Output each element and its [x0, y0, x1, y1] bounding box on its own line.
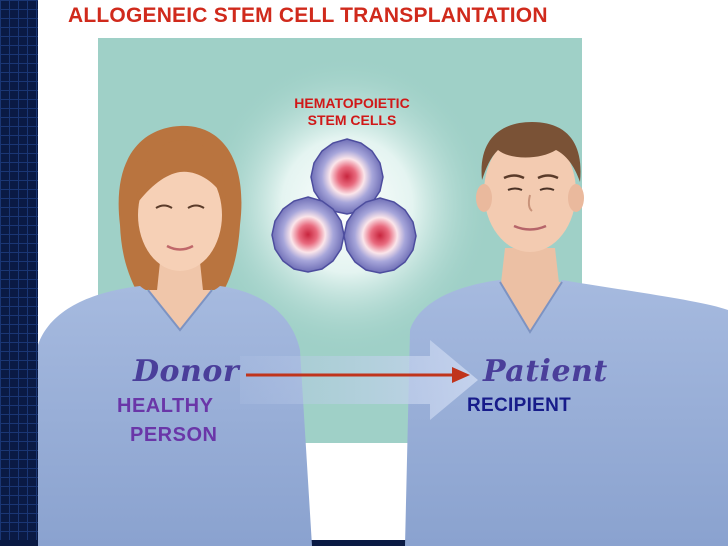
- patient-label: Patient: [483, 354, 608, 389]
- stem-cells-label: HEMATOPOIETIC STEM CELLS: [262, 95, 442, 129]
- page-title: ALLOGENEIC STEM CELL TRANSPLANTATION: [68, 4, 548, 27]
- stem-cells: [271, 138, 417, 274]
- donor-descriptor-line1: HEALTHY: [117, 395, 214, 417]
- stem-cells-label-line1: HEMATOPOIETIC: [294, 95, 410, 111]
- decorative-sidebar: [0, 0, 38, 546]
- patient-figure: [405, 122, 728, 546]
- background-arrow: [240, 340, 478, 420]
- stem-cells-label-line2: STEM CELLS: [307, 112, 397, 128]
- donor-figure: [38, 125, 312, 546]
- bottom-bar: [0, 540, 728, 546]
- donor-label: Donor: [133, 354, 240, 389]
- transfer-arrow: [246, 367, 470, 383]
- donor-descriptor-line2: PERSON: [130, 424, 218, 446]
- patient-descriptor: RECIPIENT: [467, 395, 572, 416]
